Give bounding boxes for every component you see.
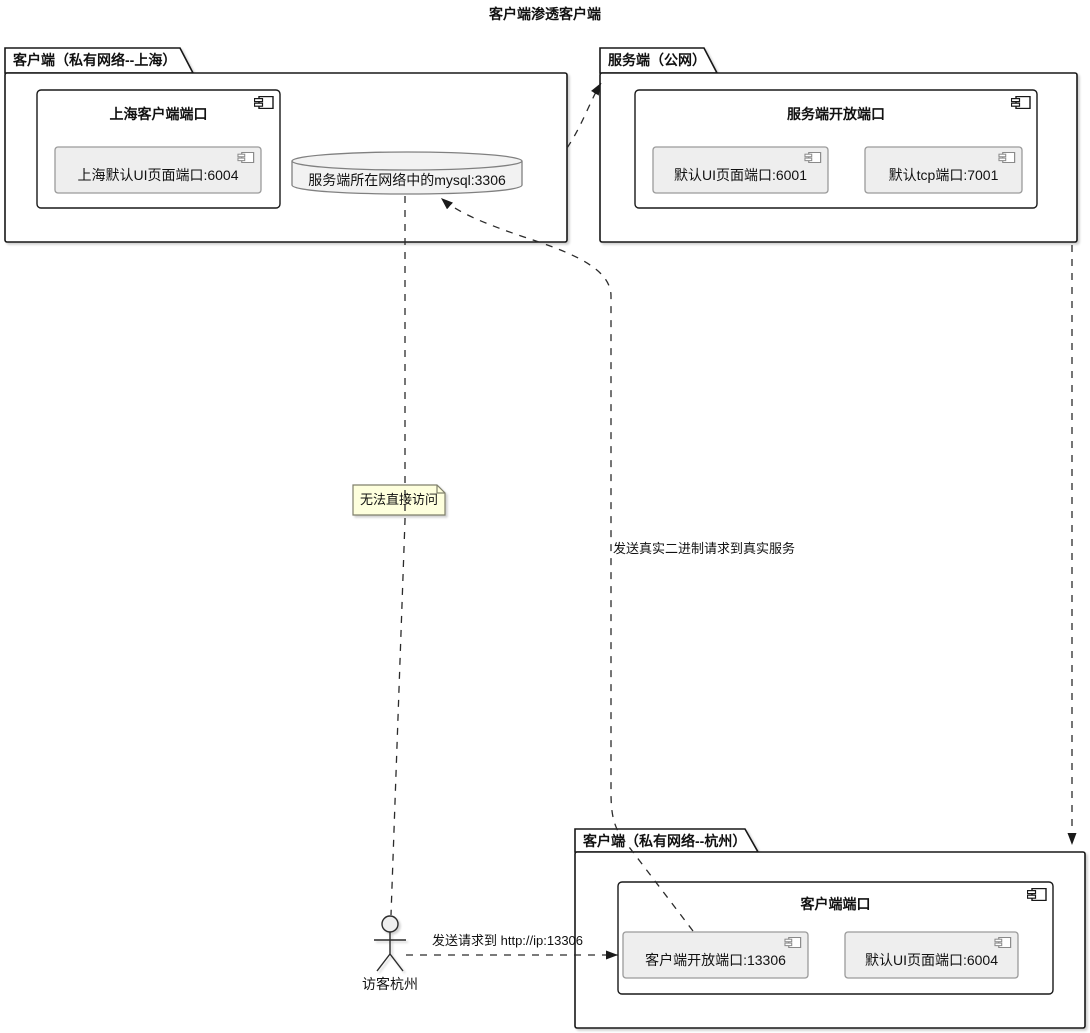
package-shanghai-label: 客户端（私有网络--上海） (13, 52, 177, 68)
port-server-tcp-7001-label: 默认tcp端口:7001 (888, 166, 999, 183)
diagram-title: 客户端渗透客户端 (489, 6, 601, 22)
note-shape (352, 484, 446, 516)
edge-shanghai-to-server (566, 82, 602, 149)
package-hangzhou-label: 客户端（私有网络--杭州） (583, 833, 747, 849)
edge-http-request-label: 发送请求到 http://ip:13306 (432, 933, 584, 948)
port-hangzhou-ui-6004-label: 默认UI页面端口:6004 (864, 951, 999, 968)
component-hangzhou-title: 客户端端口 (800, 896, 871, 912)
port-server-tcp-7001 (864, 146, 1023, 194)
actor-figure (374, 915, 406, 972)
component-server-title: 服务端开放端口 (787, 106, 885, 122)
port-server-ui-6001-label: 默认UI页面端口:6001 (673, 166, 808, 183)
port-hangzhou-open-13306-label: 客户端开放端口:13306 (645, 951, 786, 968)
actor-label: 访客杭州 (362, 976, 418, 992)
port-hangzhou-ui-6004 (844, 931, 1019, 979)
edge-binary-request-label: 发送真实二进制请求到真实服务 (613, 541, 796, 556)
port-shanghai-ui-6004 (54, 146, 262, 194)
port-server-ui-6001 (652, 146, 829, 194)
port-hangzhou-open-13306 (622, 931, 809, 979)
database-cylinder (291, 151, 523, 195)
edge-actor-to-mysql (390, 196, 406, 916)
package-server-label: 服务端（公网） (608, 52, 706, 68)
port-shanghai-ui-6004-label: 上海默认UI页面端口:6004 (77, 166, 239, 183)
component-shanghai-title: 上海客户端端口 (109, 106, 208, 122)
database-label: 服务端所在网络中的mysql:3306 (308, 172, 506, 188)
note-text: 无法直接访问 (360, 492, 439, 507)
edge-13306-to-mysql (440, 197, 694, 932)
